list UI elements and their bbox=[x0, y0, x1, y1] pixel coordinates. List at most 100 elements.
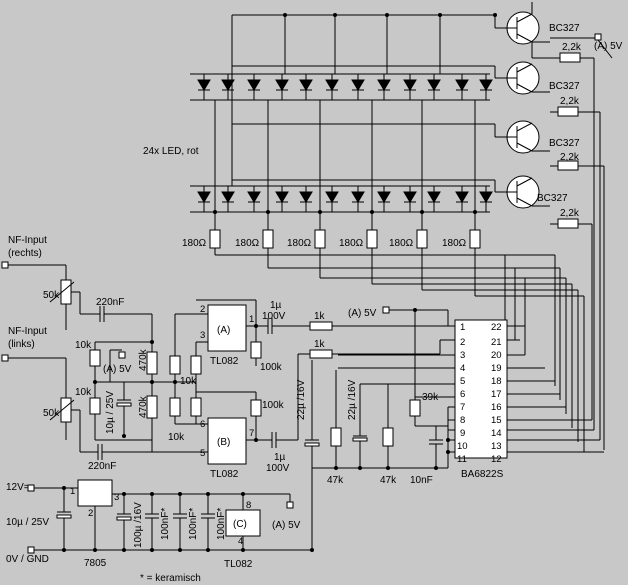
r10k-label-1: 10k bbox=[75, 340, 92, 351]
opamp-a-label: (A) bbox=[217, 325, 230, 336]
r10k-label-2: 10k bbox=[75, 387, 92, 398]
svg-text:21: 21 bbox=[491, 337, 502, 348]
r180-label-5: 180Ω bbox=[389, 238, 414, 249]
cap-1u-label-1: 1µ bbox=[270, 300, 282, 311]
opamp-a: (A) TL082 2 3 1 100k 1µ 100V bbox=[196, 299, 286, 373]
cap-1u-label-2: 1µ bbox=[274, 452, 286, 463]
r180-label-2: 180Ω bbox=[235, 238, 260, 249]
transistor-row-1: BC327 bbox=[495, 2, 580, 45]
svg-text:8: 8 bbox=[460, 415, 465, 426]
transistor-4-label: BC327 bbox=[537, 193, 568, 204]
nf-input-right-line1: NF-Input bbox=[8, 235, 47, 246]
nf-input-left-line1: NF-Input bbox=[8, 326, 47, 337]
led-row-bottom bbox=[190, 185, 493, 213]
svg-text:13: 13 bbox=[491, 441, 502, 452]
svg-text:19: 19 bbox=[491, 363, 502, 374]
r180-label-1: 180Ω bbox=[182, 238, 207, 249]
cap-22u-label-2: 22µ /16V bbox=[347, 379, 358, 420]
svg-text:3: 3 bbox=[114, 492, 119, 503]
pot-50k-label-1: 50k bbox=[43, 290, 60, 301]
r47k-label-1: 47k bbox=[327, 475, 344, 486]
transistor-3-label: BC327 bbox=[549, 138, 580, 149]
cap-100nf-label-1: 100nF* bbox=[160, 508, 171, 540]
power-supply: 12V= 1 2 3 7805 10µ / 25V 0V / GND 100µ … bbox=[6, 479, 314, 584]
svg-text:5: 5 bbox=[200, 448, 205, 459]
svg-text:5: 5 bbox=[460, 376, 465, 387]
svg-text:6: 6 bbox=[460, 389, 465, 400]
cap-22u-label-1: 22µ /16V bbox=[296, 379, 307, 420]
transistor-2-label: BC327 bbox=[549, 81, 580, 92]
r180-label-4: 180Ω bbox=[339, 238, 364, 249]
led-note: 24x LED, rot bbox=[143, 146, 199, 157]
svg-text:14: 14 bbox=[491, 428, 502, 439]
nf-input-left-line2: (links) bbox=[8, 339, 35, 350]
svg-text:9: 9 bbox=[460, 428, 465, 439]
svg-text:2: 2 bbox=[88, 508, 93, 519]
supply-5v-top: (A) 5V bbox=[550, 33, 623, 59]
svg-text:4: 4 bbox=[460, 363, 465, 374]
svg-text:1: 1 bbox=[70, 486, 75, 497]
gnd-label: 0V / GND bbox=[6, 554, 49, 565]
transistor-1-label: BC327 bbox=[549, 23, 580, 34]
opamp-b-label: (B) bbox=[217, 437, 230, 448]
cap-10u25-label-2: 10µ / 25V bbox=[6, 517, 49, 528]
svg-text:16: 16 bbox=[491, 402, 502, 413]
led-group-1 bbox=[197, 79, 493, 91]
led-cross-wiring bbox=[213, 15, 477, 230]
svg-text:11: 11 bbox=[457, 454, 467, 465]
r-2k2-label-4: 2,2k bbox=[560, 208, 580, 219]
svg-text:1: 1 bbox=[460, 322, 465, 333]
svg-text:17: 17 bbox=[491, 389, 502, 400]
svg-text:22: 22 bbox=[491, 322, 502, 333]
base-resistors: 2,2k 2,2k 2,2k 2,2k bbox=[531, 42, 604, 229]
svg-text:10: 10 bbox=[457, 441, 468, 452]
opamp-b-chip: TL082 bbox=[210, 469, 239, 480]
transistor-row-4: BC327 bbox=[495, 175, 568, 209]
r100k-label-2: 100k bbox=[262, 400, 285, 411]
cap-10u25-label-1: 10µ / 25V bbox=[105, 391, 116, 434]
cap-100u-label: 100µ /16V bbox=[133, 502, 144, 548]
cap-10nf-label: 10nF bbox=[410, 475, 433, 486]
led-resistors: 180Ω 180Ω 180Ω 180Ω 180Ω 180Ω bbox=[182, 229, 481, 249]
footnote: * = keramisch bbox=[140, 573, 201, 584]
supply-5v-bias-label: (A) 5V bbox=[103, 364, 132, 375]
led-group-2 bbox=[197, 191, 493, 203]
svg-text:7: 7 bbox=[249, 428, 254, 439]
svg-text:20: 20 bbox=[491, 350, 502, 361]
r-2k2-label-2: 2,2k bbox=[560, 96, 580, 107]
r-2k2-label-3: 2,2k bbox=[560, 152, 580, 163]
cap-100nf-label-3: 100nF* bbox=[216, 508, 227, 540]
supply-5v-top-label: (A) 5V bbox=[594, 41, 623, 52]
r180-label-3: 180Ω bbox=[287, 238, 312, 249]
r1k-label-1: 1k bbox=[314, 311, 326, 322]
r-2k2-label-1: 2,2k bbox=[562, 42, 582, 53]
cap-100nf-label-2: 100nF* bbox=[188, 508, 199, 540]
input-left: NF-Input (links) 50k 220nF bbox=[1, 326, 168, 472]
r47k-label-2: 47k bbox=[380, 475, 397, 486]
transistor-row-2: BC327 bbox=[495, 61, 580, 95]
svg-text:3: 3 bbox=[460, 350, 465, 361]
svg-text:6: 6 bbox=[200, 419, 205, 430]
r1k-label-2: 1k bbox=[314, 339, 326, 350]
ic-timing-network: 22µ /16V 47k 22µ /16V 47k 39k 10nF bbox=[296, 354, 455, 550]
nf-input-right-line2: (rechts) bbox=[8, 248, 42, 259]
svg-text:3: 3 bbox=[200, 330, 205, 341]
r470k-label-2: 470k bbox=[138, 395, 149, 418]
opamp-a-chip: TL082 bbox=[210, 356, 239, 367]
ic-output-wiring bbox=[214, 58, 605, 452]
svg-text:8: 8 bbox=[246, 500, 251, 511]
transistor-row-3: BC327 bbox=[495, 120, 580, 154]
cap-220nf-label-2: 220nF bbox=[88, 461, 116, 472]
svg-text:18: 18 bbox=[491, 376, 502, 387]
supply-5v-ic-label: (A) 5V bbox=[348, 308, 377, 319]
opamp-b: (B) TL082 6 5 7 100k 1µ 100V bbox=[196, 391, 298, 480]
svg-text:2: 2 bbox=[460, 337, 465, 348]
svg-text:4: 4 bbox=[238, 536, 243, 547]
svg-text:12: 12 bbox=[491, 454, 502, 465]
opamp-gain-network: 10k 10k bbox=[168, 313, 208, 453]
cap-1u-volt-1: 100V bbox=[262, 311, 286, 322]
led-row-top bbox=[190, 73, 493, 101]
r180-label-6: 180Ω bbox=[442, 238, 467, 249]
r10k-label-4: 10k bbox=[168, 432, 185, 443]
